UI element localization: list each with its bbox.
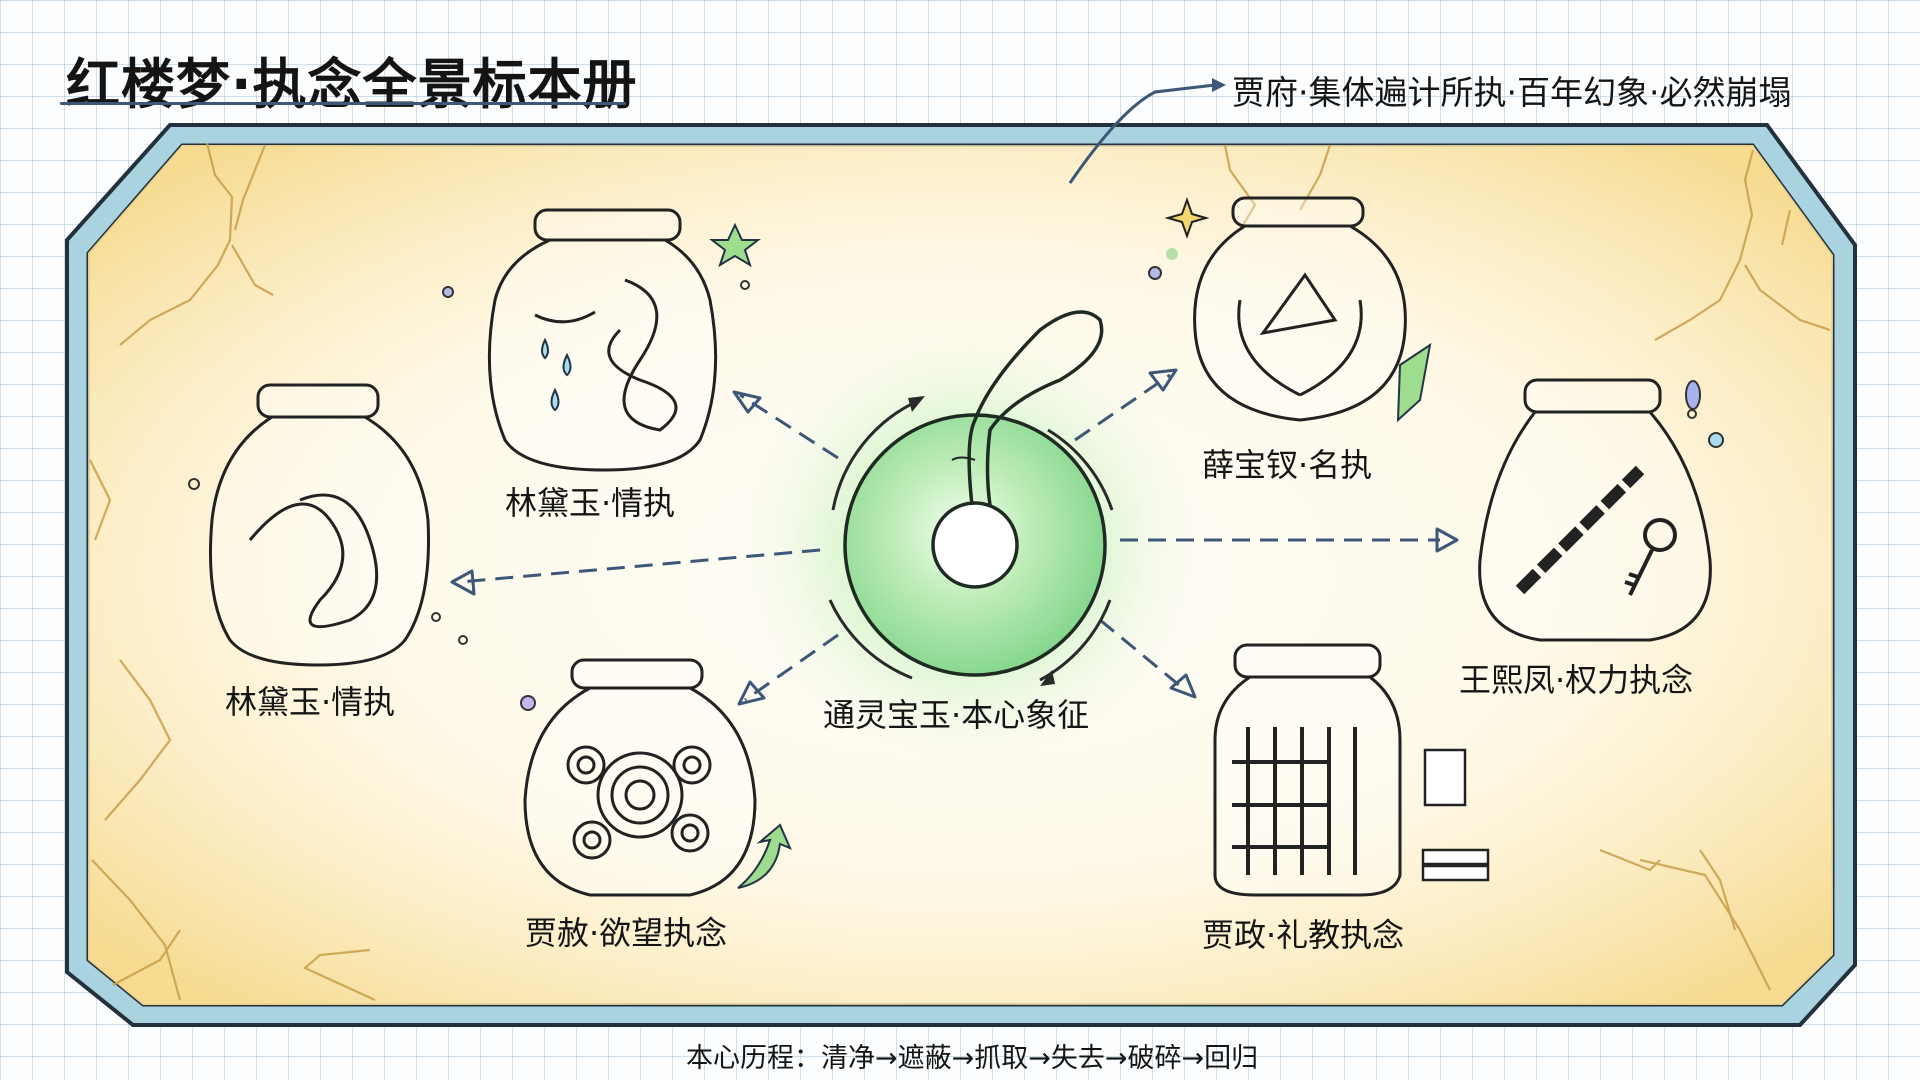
jar-jia-she <box>523 658 757 897</box>
crack-lines <box>89 142 1831 1002</box>
jar-lin-daiyu-top[interactable]: 林黛玉·情执 <box>500 210 730 530</box>
jar-label: 林黛玉·情执 <box>505 484 676 522</box>
curved-arrow-icon <box>1070 80 1230 185</box>
jar-label: 贾赦·欲望执念 <box>525 914 728 952</box>
jar-lin-top <box>487 208 718 472</box>
decorative-dots <box>188 248 1724 711</box>
jar-label: 贾政·礼教执念 <box>1202 916 1405 954</box>
journey-footer: 本心历程：清净→遮蔽→抓取→失去→破碎→回归 <box>686 1043 1259 1074</box>
jar-xue-baochai[interactable]: 薛宝钗·名执 <box>1190 195 1420 484</box>
spirals-jar-icon <box>520 655 770 900</box>
collective-attachment-annotation: 贾府·集体遍计所执·百年幻象·必然崩塌 <box>1232 73 1792 112</box>
page-title: 红楼梦·执念全景标本册 <box>66 53 638 116</box>
tangled-vines-jar-icon <box>210 385 450 670</box>
jar-xue <box>1193 196 1407 422</box>
laurel-triangle-jar-icon <box>1190 195 1420 425</box>
jar-lin-left <box>209 383 430 667</box>
jar-wang-xifeng[interactable]: 王熙凤·权力执念 <box>1455 380 1755 710</box>
jar-label: 王熙凤·权力执念 <box>1459 661 1694 699</box>
cage-and-books-jar-icon <box>1195 640 1495 900</box>
chain-and-key-jar-icon <box>1475 380 1735 645</box>
jar-wang <box>1478 378 1712 642</box>
tears-and-vines-jar-icon <box>500 210 730 470</box>
jar-jia-zheng[interactable]: 贾政·礼教执念 <box>1195 640 1505 955</box>
jar-jia-she[interactable]: 贾赦·欲望执念 <box>520 655 790 955</box>
center-label: 通灵宝玉·本心象征 <box>823 696 1090 734</box>
jar-label: 林黛玉·情执 <box>225 683 396 721</box>
jade-pendant-icon <box>830 300 1130 690</box>
jar-label: 薛宝钗·名执 <box>1202 446 1373 484</box>
center-jade-specimen[interactable]: 通灵宝玉·本心象征 <box>820 300 1150 740</box>
annotation-arrow <box>1068 83 1216 184</box>
dashed-connectors <box>459 373 1440 702</box>
title-underline <box>60 102 626 105</box>
jade-pendant <box>843 310 1107 677</box>
jar-lin-daiyu-left[interactable]: 林黛玉·情执 <box>210 385 450 721</box>
